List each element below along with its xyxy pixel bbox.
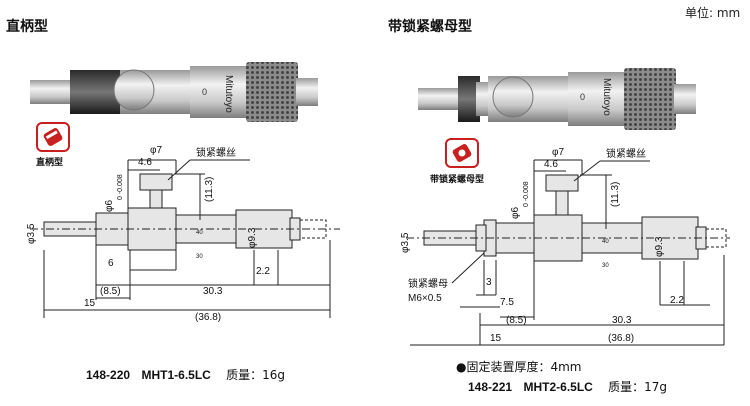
left-model-name: MHT1-6.5LC (141, 368, 211, 382)
left-scale-40: 40 (196, 230, 203, 236)
right-dim-7-5: 7.5 (500, 297, 514, 308)
right-label-lock-nut: 锁紧螺母 (408, 277, 448, 290)
unit-label: 单位: mm (685, 6, 741, 20)
left-dim-15: 15 (84, 298, 96, 309)
right-scale-40: 40 (602, 239, 609, 245)
left-model-line: 148-220 MHT1-6.5LC 质量：16g (86, 366, 285, 383)
right-dim-36-8: (36.8) (608, 333, 634, 344)
right-photo-zero: 0 (580, 92, 585, 102)
left-dim-30-3: 30.3 (203, 286, 223, 297)
right-scale-30: 30 (602, 263, 609, 269)
left-dim-phi9-3: φ9.3 (247, 227, 258, 248)
left-dim-phi6: φ6 (104, 200, 115, 212)
right-dim-phi6-tol: 0 -0.008 (523, 181, 530, 207)
right-dim-phi9-3: φ9.3 (654, 236, 665, 257)
right-model-code: 148-221 (468, 380, 513, 394)
left-photo-brand: Mitutoyo (223, 75, 234, 113)
lock-nut-icon (452, 144, 472, 162)
right-model-name: MHT2-6.5LC (523, 380, 593, 394)
left-model-weight: 质量：16g (226, 368, 285, 382)
right-title: 带锁紧螺母型 (388, 19, 472, 35)
right-type-badge (445, 138, 479, 168)
right-dim-30-3: 30.3 (612, 315, 632, 326)
left-label-lock-screw: 锁紧螺丝 (196, 146, 236, 159)
left-dim-8-5: (8.5) (100, 286, 121, 297)
right-model-line: 148-221 MHT2-6.5LC 质量：17g (468, 378, 667, 395)
left-dim-phi6-tol: 0 -0.008 (117, 174, 124, 200)
left-dim-4-6: 4.6 (138, 157, 152, 168)
left-dim-2-2: 2.2 (256, 266, 270, 277)
right-drawing: φ7 4.6 锁紧螺丝 (11.3) φ6 0 -0.008 φ3.5 φ9.3… (400, 147, 730, 346)
left-product-photo: 0 Mitutoyo (30, 62, 318, 122)
right-label-m6: M6×0.5 (408, 293, 442, 304)
left-dim-36-8: (36.8) (195, 312, 221, 323)
left-dim-phi3-5: φ3.5 (26, 223, 37, 244)
right-product-photo: 0 Mitutoyo (418, 68, 696, 130)
right-badge-label: 带锁紧螺母型 (430, 175, 485, 185)
left-dim-6: 6 (108, 258, 114, 269)
right-dim-3: 3 (486, 277, 492, 288)
right-dim-11-3: (11.3) (610, 182, 621, 207)
left-dim-phi7: φ7 (150, 145, 162, 156)
left-model-code: 148-220 (86, 368, 131, 382)
right-dim-phi3-5: φ3.5 (400, 232, 411, 253)
right-dim-phi6: φ6 (510, 207, 521, 219)
straight-shank-icon (43, 128, 63, 146)
right-dim-8-5: (8.5) (506, 315, 527, 326)
left-dim-11-3: (11.3) (204, 177, 215, 202)
left-scale-30: 30 (196, 254, 203, 260)
left-badge-label: 直柄型 (36, 158, 64, 168)
right-label-lock-screw: 锁紧螺丝 (606, 147, 646, 160)
left-type-badge (36, 122, 70, 152)
right-dim-2-2: 2.2 (670, 295, 684, 306)
right-model-weight: 质量：17g (608, 380, 667, 394)
left-photo-zero: 0 (202, 87, 207, 97)
right-photo-brand: Mitutoyo (601, 78, 612, 116)
left-drawing: φ7 4.6 锁紧螺丝 (11.3) φ6 0 -0.008 φ3.5 φ9.3… (26, 145, 340, 323)
left-title: 直柄型 (6, 19, 48, 35)
right-note: ●固定装置厚度：4mm (456, 360, 582, 374)
right-dim-4-6: 4.6 (544, 159, 558, 170)
right-dim-15: 15 (490, 333, 502, 344)
right-dim-phi7: φ7 (552, 147, 564, 158)
